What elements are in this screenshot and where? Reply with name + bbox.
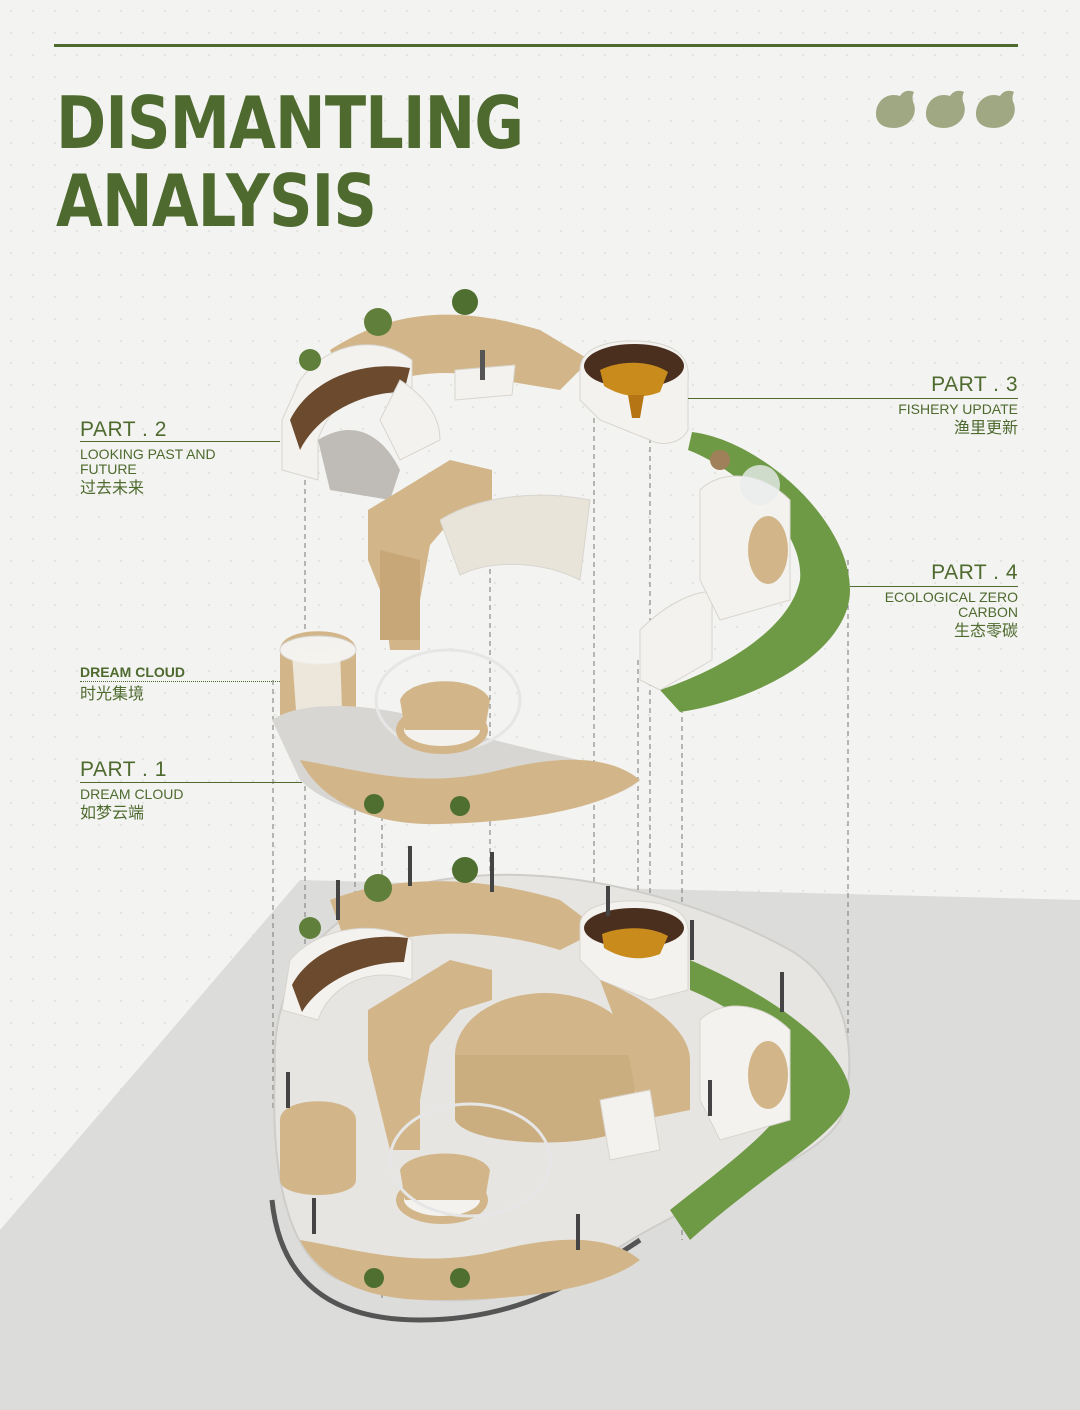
part1-leader-line [80,782,302,783]
part1-model [272,648,640,825]
dream-cloud-english: DREAM CLOUD [80,664,185,680]
part3-title: PART . 3 [931,373,1018,396]
part1-title: PART . 1 [80,758,167,781]
part2-chinese: 过去未来 [80,478,145,497]
part1-label: PART . 1 DREAM CLOUD 如梦云端 [80,758,183,824]
part3-leader-line [688,398,1018,399]
part2-leader-line [80,441,280,442]
leaf-blob-icon [976,90,1015,128]
part4-english: ECOLOGICAL ZERO CARBON [884,589,1018,620]
part2-model [281,289,590,500]
part1-english: DREAM CLOUD [80,786,184,802]
part3-english: FISHERY UPDATE [898,401,1018,417]
part2-title: PART . 2 [80,418,167,441]
part4-title: PART . 4 [931,561,1018,584]
part2-english: LOOKING PAST AND FUTURE [80,446,216,477]
top-rule [54,44,1018,47]
title-line-1: DISMANTLING [56,81,524,165]
dream-cloud-chinese: 时光集境 [80,684,145,703]
part1-chinese: 如梦云端 [80,803,145,822]
leaf-blob-icon [876,90,915,128]
part2-label: PART . 2 LOOKING PAST AND FUTURE 过去未来 [80,418,240,499]
leaf-blob-icon [926,90,965,128]
leaf-blob-icons [876,90,1015,128]
part3-model [579,340,689,444]
assembled-base-model [269,846,851,1323]
center-wood-block [368,460,591,650]
part3-chinese: 渔里更新 [953,418,1018,437]
part4-chinese: 生态零碳 [953,621,1018,640]
part4-label: PART . 4 ECOLOGICAL ZERO CARBON 生态零碳 [868,561,1018,642]
part4-model [639,432,850,712]
dream-cloud-leader-line [80,681,280,682]
part4-leader-line [850,586,1018,587]
page-title: DISMANTLING ANALYSIS [56,81,524,243]
part3-label: PART . 3 FISHERY UPDATE 渔里更新 [798,373,1018,439]
title-line-2: ANALYSIS [56,159,377,243]
dream-cloud-label: DREAM CLOUD 时光集境 [80,662,185,705]
